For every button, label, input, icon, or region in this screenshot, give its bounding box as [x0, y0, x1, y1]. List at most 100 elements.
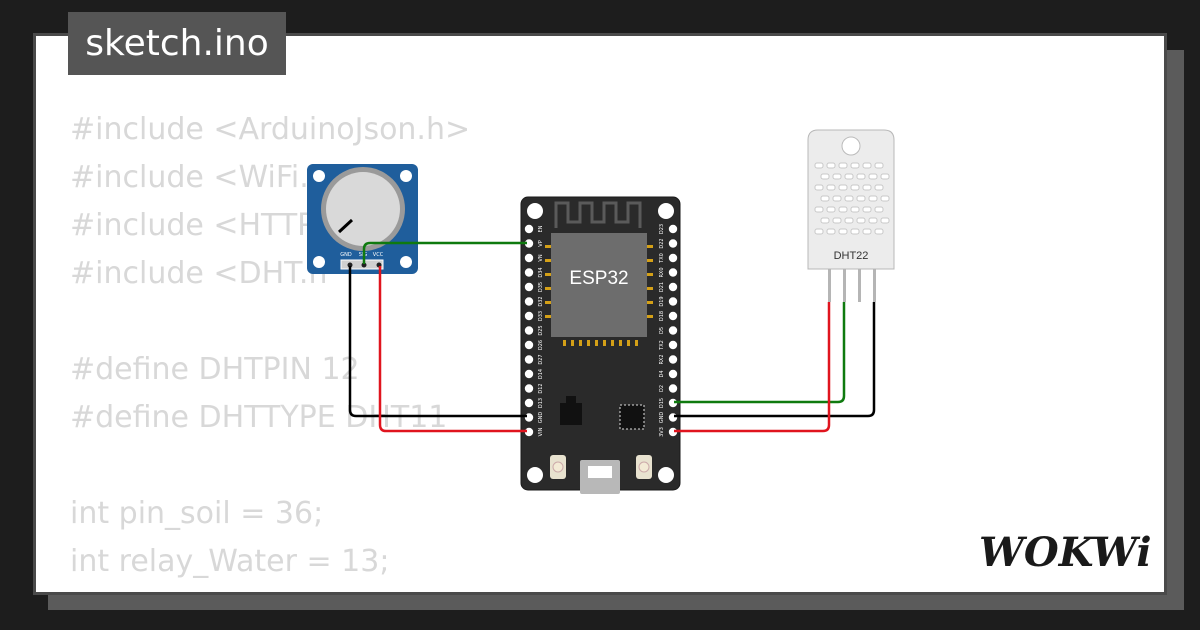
potentiometer[interactable]: GND SIG VCC — [307, 164, 418, 274]
dht-vent — [820, 195, 830, 202]
right-pin-label: RX0 — [659, 267, 665, 277]
dht-vent — [862, 162, 872, 169]
code-preview: #include <ArduinoJson.h> #include <WiFi.… — [70, 112, 471, 579]
wokwi-logo: WOKWi — [979, 529, 1152, 576]
right-pin-d23[interactable] — [668, 224, 678, 234]
left-pin-d33[interactable] — [524, 311, 534, 321]
dht-vent — [832, 195, 842, 202]
left-pin-label: D32 — [538, 296, 544, 306]
left-pin-label: D26 — [538, 340, 544, 350]
right-pin-d5[interactable] — [668, 326, 678, 335]
right-pin-d19[interactable] — [668, 297, 678, 306]
wire-dht-vcc — [674, 302, 831, 433]
dht-vent — [814, 184, 824, 191]
right-pin-label: TX2 — [659, 340, 665, 351]
dht-vent — [868, 217, 878, 224]
left-pin-header: ENVPVND34D35D32D33D25D26D27D14D12D13GNDV… — [524, 224, 544, 436]
esp32-board[interactable]: ESP32 ENVPVND34D35D32D33D25D26D27D14D12D… — [520, 196, 681, 494]
left-pin-label: D25 — [538, 325, 544, 335]
right-pin-label: TX0 — [659, 253, 665, 264]
right-pin-label: GND — [659, 412, 665, 424]
dht-vent — [838, 162, 848, 169]
dht-vent — [868, 195, 878, 202]
wire-dht-gnd — [674, 302, 876, 418]
dht-vent — [844, 217, 854, 224]
dht22-sensor[interactable]: DHT22 — [807, 129, 895, 302]
dht-vent — [874, 228, 884, 235]
left-pin-gnd[interactable] — [524, 413, 534, 422]
right-pin-tx2[interactable] — [668, 340, 678, 350]
left-pin-d13[interactable] — [524, 398, 534, 408]
left-pin-d27[interactable] — [524, 355, 534, 364]
right-pin-d2[interactable] — [668, 384, 678, 393]
dht-vent — [814, 162, 824, 169]
right-pin-label: D19 — [659, 296, 665, 306]
module-pads — [545, 245, 653, 346]
left-pin-label: D12 — [538, 383, 544, 393]
dht-grille — [814, 162, 890, 235]
dht-vent — [862, 184, 872, 191]
wire-pot-sig — [362, 241, 527, 264]
left-pin-vp[interactable] — [524, 239, 534, 248]
right-pin-gnd[interactable] — [668, 413, 678, 422]
dht-vent — [850, 228, 860, 235]
left-pin-label: VP — [538, 240, 544, 246]
dht-vent — [820, 173, 830, 180]
left-pin-d35[interactable] — [524, 282, 534, 292]
dht-vent — [814, 206, 824, 213]
dht-vent — [826, 184, 836, 191]
dht-vent — [838, 206, 848, 213]
left-pin-d34[interactable] — [524, 268, 534, 277]
left-pin-label: VIN — [538, 427, 544, 436]
dht-vent — [862, 228, 872, 235]
left-pin-d25[interactable] — [524, 326, 534, 335]
antenna-trace — [554, 201, 642, 228]
right-pin-tx0[interactable] — [668, 253, 678, 263]
wire-pot-vcc — [378, 266, 527, 433]
left-pin-en[interactable] — [524, 224, 534, 234]
dht-vent — [850, 184, 860, 191]
right-pin-rx0[interactable] — [668, 268, 678, 277]
left-pin-d32[interactable] — [524, 297, 534, 306]
dht-vent — [838, 228, 848, 235]
right-pin-label: D23 — [659, 224, 665, 234]
dht-vent — [880, 195, 890, 202]
right-pin-d18[interactable] — [668, 311, 678, 321]
left-pin-label: D13 — [538, 398, 544, 408]
right-pin-rx2[interactable] — [668, 355, 678, 364]
dht-vent — [844, 173, 854, 180]
right-pin-header: D23D22TX0RX0D21D19D18D5TX2RX2D4D2D15GND3… — [659, 224, 678, 437]
pot-pin-vcc: VCC — [373, 252, 384, 258]
left-pin-d26[interactable] — [524, 340, 534, 350]
left-pin-label: GND — [538, 412, 544, 424]
left-pin-d12[interactable] — [524, 384, 534, 393]
dht-vent — [814, 228, 824, 235]
right-pin-d22[interactable] — [668, 239, 678, 248]
dht-vent — [874, 162, 884, 169]
dht-vent — [832, 173, 842, 180]
dht-vent — [826, 162, 836, 169]
right-pin-label: RX2 — [659, 354, 665, 364]
pot-pin-gnd: GND — [340, 252, 352, 258]
wire-pot-gnd — [348, 266, 527, 418]
dht-vent — [832, 217, 842, 224]
right-pin-d21[interactable] — [668, 282, 678, 292]
dht-vent — [880, 217, 890, 224]
file-title: sketch.ino — [68, 12, 286, 75]
right-pin-label: D22 — [659, 238, 665, 248]
left-pin-label: D33 — [538, 311, 544, 321]
left-pin-d14[interactable] — [524, 369, 534, 379]
dht-vent — [874, 184, 884, 191]
voltage-regulator — [560, 403, 582, 425]
dht-label: DHT22 — [834, 250, 869, 262]
right-pin-d4[interactable] — [668, 369, 678, 379]
dht-vent — [856, 173, 866, 180]
knob-indicator — [337, 218, 354, 234]
dht-vent — [826, 206, 836, 213]
dht-vent — [862, 206, 872, 213]
dht-vent — [850, 162, 860, 169]
right-pin-label: D18 — [659, 311, 665, 321]
left-pin-vn[interactable] — [524, 253, 534, 263]
dht-vent — [856, 195, 866, 202]
wire-dht-data — [674, 302, 846, 404]
